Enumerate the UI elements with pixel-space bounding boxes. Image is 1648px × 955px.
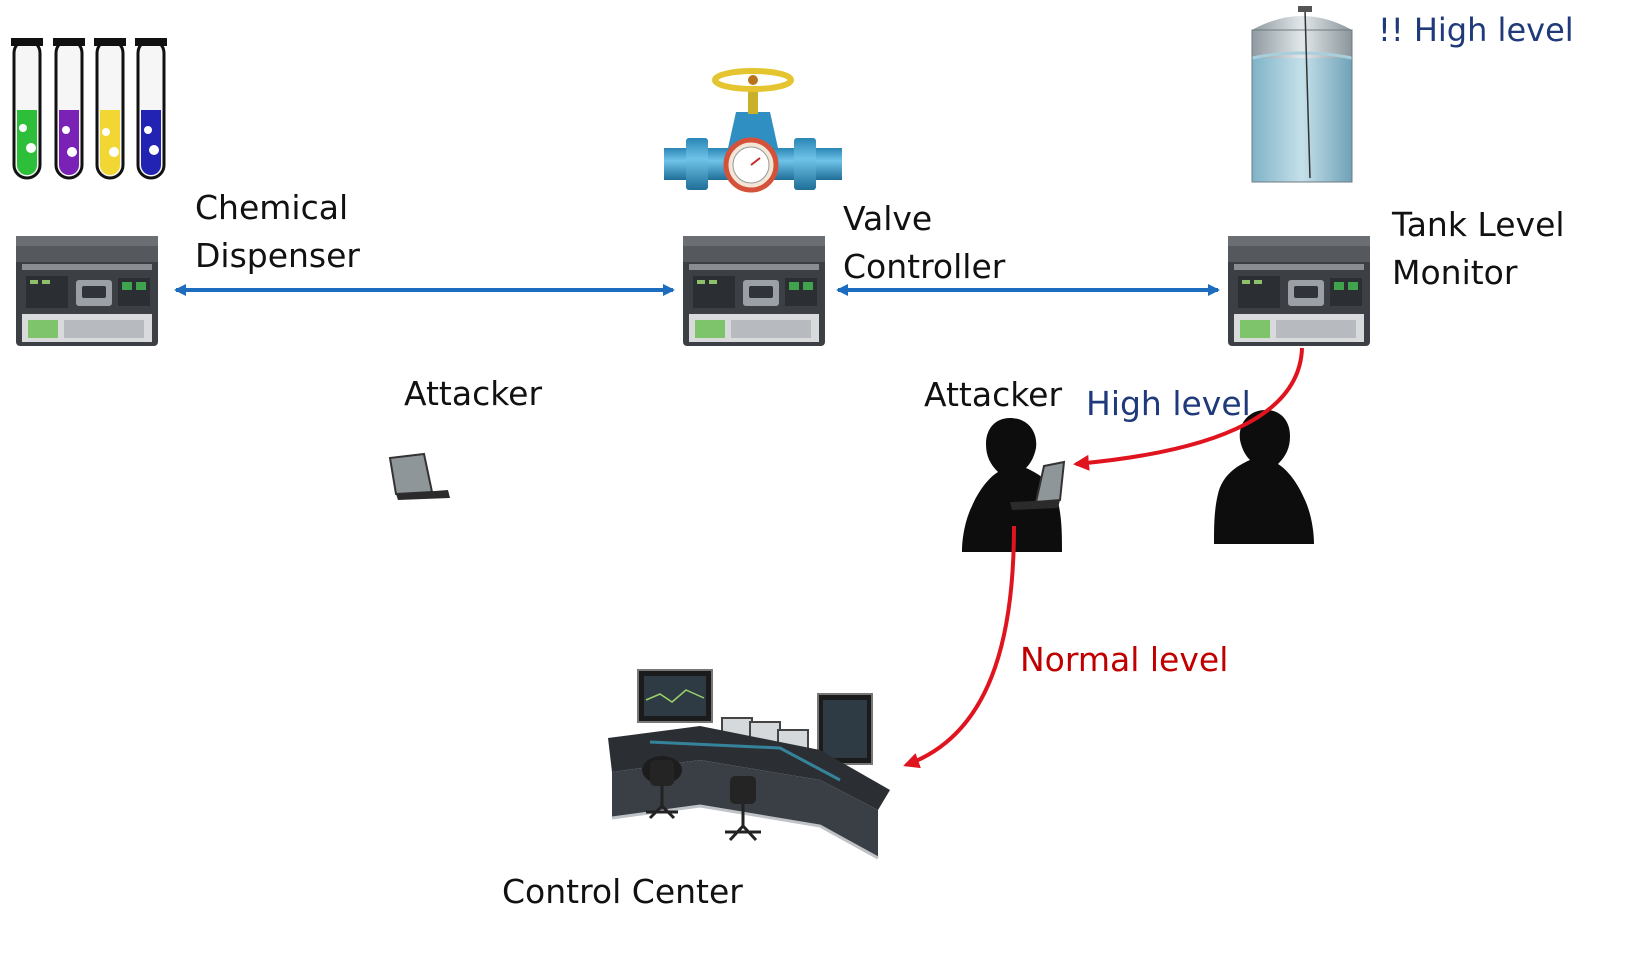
normal-level-message-label: Normal level	[1020, 640, 1229, 679]
valve-controller-label-line1: Valve	[843, 199, 933, 238]
tank-alert-label: !! High level	[1378, 11, 1574, 49]
tank-icon	[1251, 6, 1353, 183]
tank-level-monitor-label: Tank Level Monitor	[1392, 201, 1565, 297]
attack-arrow-attacker-to-control	[903, 525, 1016, 769]
test-tubes-icon	[11, 38, 167, 180]
attacker-left-icon	[388, 410, 1314, 544]
chemical-dispenser-label: Chemical Dispenser	[195, 184, 360, 280]
valve-controller-plc-icon	[683, 236, 825, 346]
control-room-console-icon	[608, 669, 890, 860]
attacker-left-label: Attacker	[404, 374, 543, 413]
attacker-right-label: Attacker	[924, 375, 1063, 414]
tank-level-monitor-label-line2: Monitor	[1392, 253, 1518, 292]
control-center-label: Control Center	[502, 872, 743, 911]
chemical-dispenser-label-line2: Dispenser	[195, 236, 360, 275]
high-level-message-label: High level	[1086, 384, 1251, 423]
valve-controller-label: Valve Controller	[843, 195, 1005, 291]
attacker-right-icon	[962, 418, 1066, 552]
chemical-dispenser-plc-icon	[16, 236, 158, 346]
valve-icon	[664, 68, 842, 193]
tank-level-monitor-label-line1: Tank Level	[1392, 205, 1565, 244]
chemical-dispenser-label-line1: Chemical	[195, 188, 349, 227]
valve-controller-label-line2: Controller	[843, 247, 1006, 286]
attack-arrow-tank-to-attacker	[1073, 347, 1304, 471]
tank-level-monitor-plc-icon	[1228, 236, 1370, 346]
